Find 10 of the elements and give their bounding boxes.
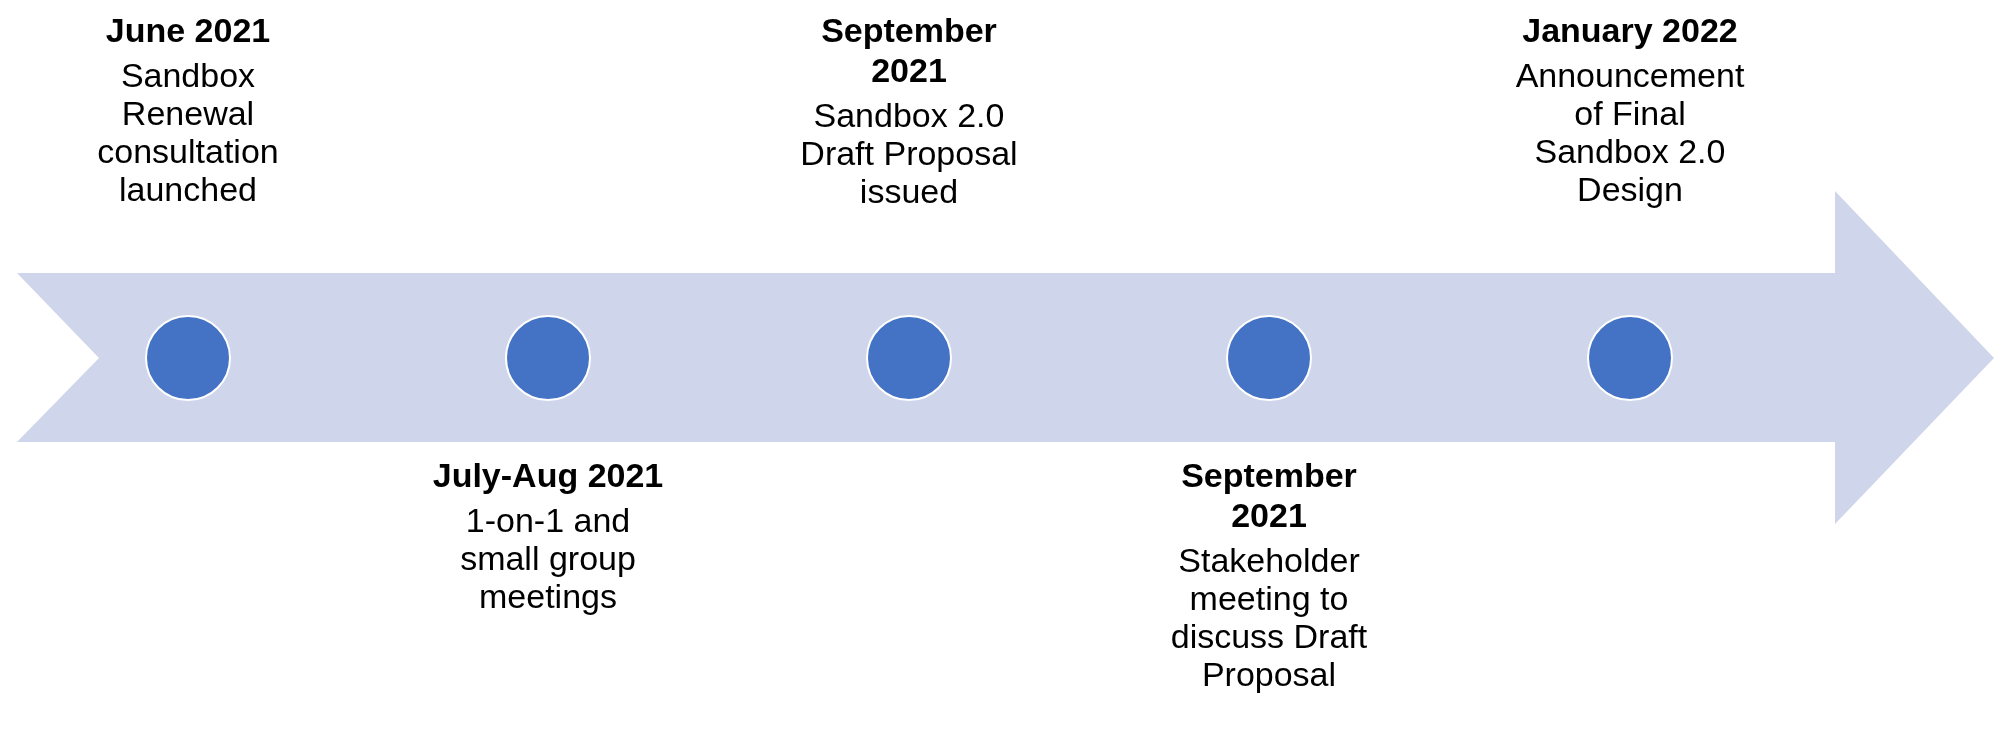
milestone-date: January 2022 (1522, 10, 1738, 50)
milestone-date: June 2021 (105, 10, 271, 50)
milestone-date: September 2021 (820, 10, 998, 90)
milestone-description: Announcement of Final Sandbox 2.0 Design (1514, 56, 1746, 208)
milestone-description: Sandbox 2.0 Draft Proposal issued (799, 96, 1019, 210)
milestone-description: Stakeholder meeting to discuss Draft Proposal (1169, 541, 1369, 693)
milestone-date: September 2021 (1180, 455, 1358, 535)
milestone-description: 1-on-1 and small group meetings (459, 501, 637, 615)
milestone-date: July-Aug 2021 (432, 455, 664, 495)
milestone-description: Sandbox Renewal consultation launched (96, 56, 280, 208)
